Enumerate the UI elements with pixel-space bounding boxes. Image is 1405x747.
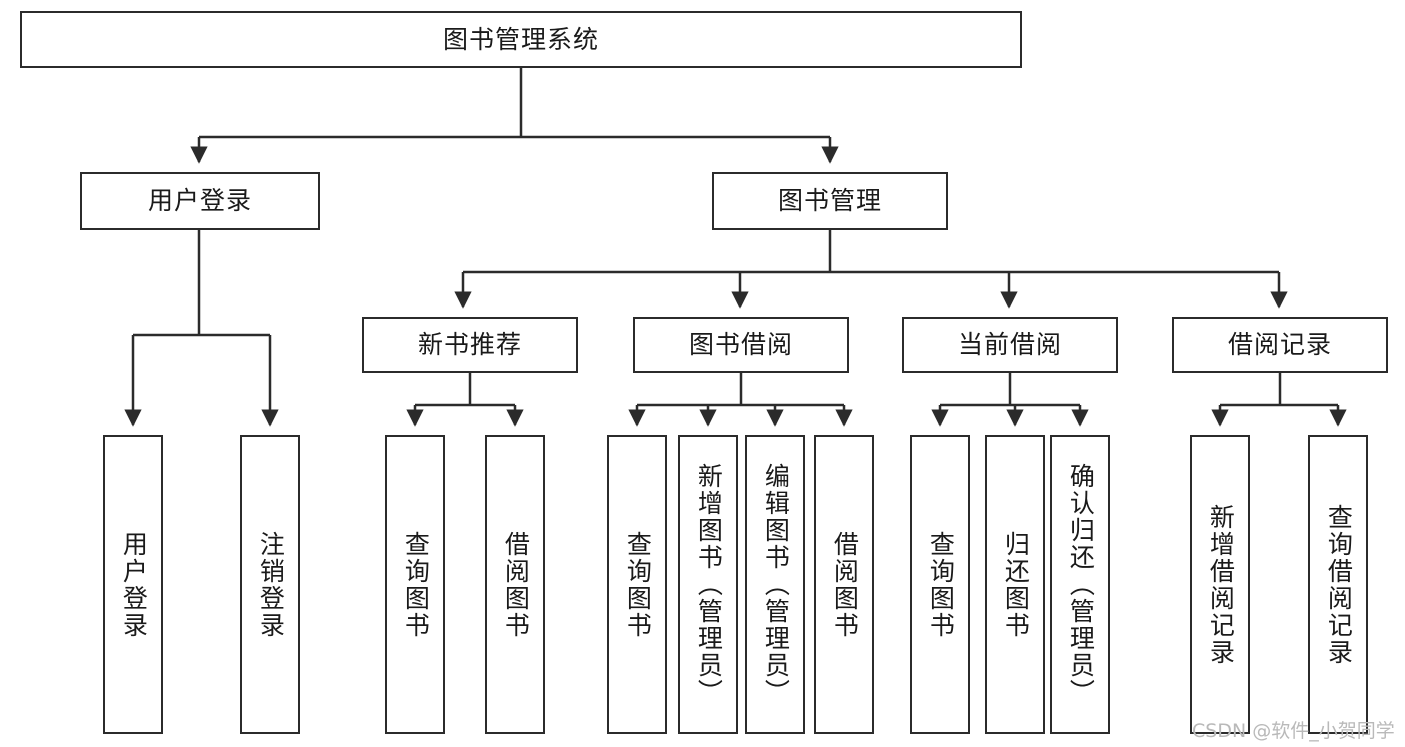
- node-label-leaf-query-borrow-record: 查询借阅记录: [1324, 503, 1354, 666]
- node-label-leaf-add-book: 新增图书（管理员）: [694, 463, 724, 706]
- node-label-leaf-borrow-book: 借阅图书: [830, 530, 860, 639]
- node-user-login[interactable]: 用户登录: [80, 172, 320, 230]
- node-leaf-confirm-return[interactable]: 确认归还（管理员）: [1050, 435, 1110, 734]
- node-label-leaf-user-login: 用户登录: [119, 530, 149, 639]
- csdn-watermark: CSDN @软件_小贺同学: [1192, 720, 1395, 742]
- node-label-user-login: 用户登录: [147, 186, 252, 216]
- node-leaf-edit-book[interactable]: 编辑图书（管理员）: [745, 435, 805, 734]
- node-leaf-query-book-borrow[interactable]: 查询图书: [607, 435, 667, 734]
- node-label-borrow-records: 借阅记录: [1227, 330, 1332, 360]
- node-label-leaf-edit-book: 编辑图书（管理员）: [761, 463, 791, 706]
- node-leaf-borrow-book[interactable]: 借阅图书: [814, 435, 874, 734]
- node-label-leaf-query-book-recommend: 查询图书: [401, 530, 431, 639]
- node-book-manage[interactable]: 图书管理: [712, 172, 948, 230]
- node-leaf-user-login[interactable]: 用户登录: [103, 435, 163, 734]
- node-label-new-book-recommend: 新书推荐: [417, 330, 522, 360]
- node-borrow-records[interactable]: 借阅记录: [1172, 317, 1388, 373]
- node-leaf-add-borrow-record[interactable]: 新增借阅记录: [1190, 435, 1250, 734]
- node-book-borrow[interactable]: 图书借阅: [633, 317, 849, 373]
- node-leaf-logout[interactable]: 注销登录: [240, 435, 300, 734]
- node-label-leaf-query-book-borrow: 查询图书: [623, 530, 653, 639]
- node-label-leaf-query-book-current: 查询图书: [926, 530, 956, 639]
- node-leaf-query-book-current[interactable]: 查询图书: [910, 435, 970, 734]
- node-label-leaf-borrow-book-recommend: 借阅图书: [501, 530, 531, 639]
- node-leaf-add-book[interactable]: 新增图书（管理员）: [678, 435, 738, 734]
- node-current-borrow[interactable]: 当前借阅: [902, 317, 1118, 373]
- node-new-book-recommend[interactable]: 新书推荐: [362, 317, 578, 373]
- node-leaf-query-book-recommend[interactable]: 查询图书: [385, 435, 445, 734]
- node-leaf-return-book[interactable]: 归还图书: [985, 435, 1045, 734]
- node-label-leaf-confirm-return: 确认归还（管理员）: [1066, 463, 1096, 706]
- node-leaf-borrow-book-recommend[interactable]: 借阅图书: [485, 435, 545, 734]
- node-leaf-query-borrow-record[interactable]: 查询借阅记录: [1308, 435, 1368, 734]
- node-label-book-borrow: 图书借阅: [688, 330, 793, 360]
- node-label-current-borrow: 当前借阅: [957, 330, 1062, 360]
- node-label-leaf-add-borrow-record: 新增借阅记录: [1206, 503, 1236, 666]
- node-label-leaf-return-book: 归还图书: [1001, 530, 1031, 639]
- node-label-root: 图书管理系统: [442, 24, 599, 54]
- node-root[interactable]: 图书管理系统: [20, 11, 1022, 68]
- node-label-book-manage: 图书管理: [777, 186, 882, 216]
- node-label-leaf-logout: 注销登录: [256, 530, 286, 639]
